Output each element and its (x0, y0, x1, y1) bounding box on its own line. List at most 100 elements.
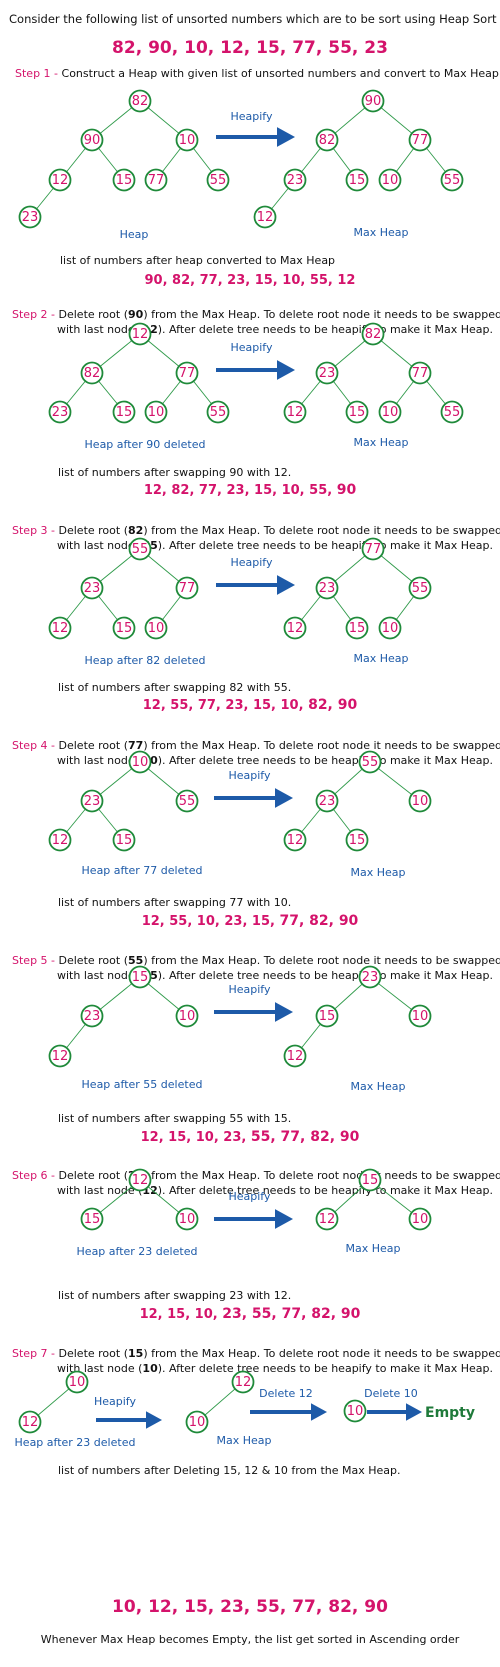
node-circle (175, 128, 199, 152)
heap-after-deleted-caption: Heap after 23 deleted (77, 1245, 198, 1258)
heapify-label: Heapify (230, 110, 272, 123)
node-value: 82 (319, 133, 336, 148)
heap-node: 12 (231, 1370, 255, 1394)
heap-node: 15 (80, 1207, 104, 1231)
heap-node: 23 (80, 576, 104, 600)
footer-text: Whenever Max Heap becomes Empty, the lis… (40, 1633, 460, 1646)
node-circle (440, 400, 464, 424)
node-value: 77 (148, 173, 165, 188)
step-root-value: 77 (128, 739, 144, 752)
node-value: 15 (349, 833, 366, 848)
node-circle (112, 400, 136, 424)
step2-sequence: 12, 82, 77, 23, 15, 10, 55, 90 (0, 482, 500, 498)
node-value: 12 (287, 833, 304, 848)
node-circle (315, 128, 339, 152)
step2-note: list of numbers after swapping 90 with 1… (58, 466, 292, 479)
step-text: ) from the Max Heap. To delete root node… (143, 1347, 500, 1360)
node-circle (408, 1207, 432, 1231)
heap-node: 23 (283, 168, 307, 192)
step4-note: list of numbers after swapping 77 with 1… (58, 896, 292, 909)
heap-node: 12 (128, 1168, 152, 1192)
node-value: 10 (148, 621, 165, 636)
node-value: 10 (148, 405, 165, 420)
step-text: ). After delete tree needs to be heapify… (157, 969, 494, 982)
node-circle (345, 400, 369, 424)
sequence-plain: 12, 82, 77, 23, 15, 10, 55, (143, 483, 337, 498)
node-circle (283, 828, 307, 852)
arrow-head-icon (277, 360, 295, 380)
step-text: Delete root ( (58, 954, 128, 967)
node-circle (144, 616, 168, 640)
heap-node: 10 (65, 1370, 89, 1394)
node-value: 15 (116, 833, 133, 848)
node-value: 15 (116, 405, 133, 420)
node-circle (48, 168, 72, 192)
arrow-head-icon (277, 127, 295, 147)
node-value: 12 (52, 1049, 69, 1064)
heap-node: 23 (315, 361, 339, 385)
node-value: 12 (319, 1212, 336, 1227)
heap-node: 90 (80, 128, 104, 152)
heap-node: 10 (378, 616, 402, 640)
node-circle (378, 400, 402, 424)
node-value: 55 (179, 794, 196, 809)
step3-sequence: 12, 55, 77, 23, 15, 10, 82, 90 (0, 697, 500, 713)
max-heap-caption: Max Heap (354, 436, 409, 449)
node-value: 12 (235, 1375, 252, 1390)
heapify-label: Heapify (94, 1395, 136, 1408)
step-text: ). After delete tree needs to be heapify… (157, 754, 494, 767)
heap-node: 10 (185, 1410, 209, 1434)
node-circle (283, 168, 307, 192)
heap-after-deleted-caption: Heap after 90 deleted (85, 438, 206, 451)
heap-node: 55 (408, 576, 432, 600)
step-root-value: 90 (128, 308, 144, 321)
node-circle (408, 361, 432, 385)
node-circle (283, 616, 307, 640)
node-value: 10 (347, 1404, 364, 1419)
node-circle (144, 168, 168, 192)
node-circle (18, 205, 42, 229)
heap-node: 55 (206, 168, 230, 192)
node-circle (283, 400, 307, 424)
node-value: 23 (22, 210, 39, 225)
node-circle (128, 537, 152, 561)
heap-node: 10 (175, 1004, 199, 1028)
node-value: 10 (179, 1212, 196, 1227)
heap-node: 23 (80, 789, 104, 813)
heap-node: 23 (80, 1004, 104, 1028)
heap-node: 10 (144, 400, 168, 424)
node-circle (343, 1399, 367, 1423)
heap-node: 15 (112, 400, 136, 424)
node-circle (361, 537, 385, 561)
heap-node: 15 (345, 616, 369, 640)
step-text: Delete root ( (58, 1169, 128, 1182)
step-text: with last node ( (57, 1184, 143, 1197)
heap-node: 12 (283, 400, 307, 424)
node-circle (206, 400, 230, 424)
node-circle (80, 576, 104, 600)
node-value: 12 (132, 327, 149, 342)
heap-node: 55 (358, 750, 382, 774)
node-value: 12 (52, 173, 69, 188)
node-circle (231, 1370, 255, 1394)
node-value: 10 (132, 755, 149, 770)
step-text: Delete root ( (58, 308, 128, 321)
heap-node: 12 (283, 616, 307, 640)
sequence-plain: 12, 15, 10, 23, (140, 1130, 251, 1145)
node-circle (440, 168, 464, 192)
node-circle (112, 616, 136, 640)
node-value: 10 (382, 173, 399, 188)
node-value: 55 (132, 542, 149, 557)
heap-node: 55 (440, 168, 464, 192)
node-circle (175, 361, 199, 385)
node-circle (315, 1004, 339, 1028)
node-circle (358, 965, 382, 989)
step4-sequence: 12, 55, 10, 23, 15, 77, 82, 90 (0, 913, 500, 929)
step6-note: list of numbers after swapping 23 with 1… (58, 1289, 292, 1302)
node-value: 10 (179, 133, 196, 148)
step3-description: Step 3 - Delete root (82) from the Max H… (12, 523, 500, 553)
heap-node: 23 (315, 789, 339, 813)
sequence-sorted: 90 (336, 482, 357, 498)
node-value: 55 (444, 173, 461, 188)
